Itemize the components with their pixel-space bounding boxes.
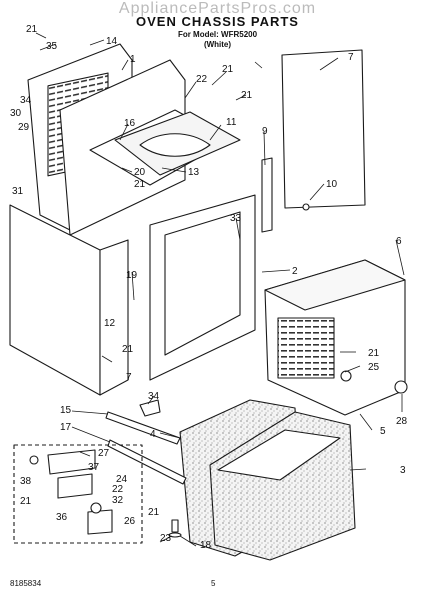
callout-12: 12 xyxy=(104,318,116,329)
variant-label: (White) xyxy=(203,40,232,49)
insulation-opening xyxy=(217,429,341,481)
callout-7: 7 xyxy=(126,372,132,383)
callout-29: 29 xyxy=(18,122,30,133)
bracket-27 xyxy=(47,449,96,475)
callout-38: 38 xyxy=(20,476,32,487)
callout-21: 21 xyxy=(368,348,380,359)
oven-cavity-top xyxy=(264,259,406,311)
callout-5: 5 xyxy=(380,426,386,437)
callout-22: 22 xyxy=(112,484,124,495)
side-panel-right xyxy=(281,49,366,209)
callout-22: 22 xyxy=(196,74,208,85)
callout-1: 1 xyxy=(130,54,136,65)
thermostat-knob xyxy=(394,380,408,394)
callout-21: 21 xyxy=(148,507,160,518)
callout-37: 37 xyxy=(88,462,100,473)
switch-26 xyxy=(87,509,113,535)
part-38 xyxy=(29,455,39,465)
callout-24: 24 xyxy=(116,474,128,485)
callout-21: 21 xyxy=(20,496,32,507)
callout-28: 28 xyxy=(396,416,408,427)
callout-30: 30 xyxy=(10,108,22,119)
callout-3: 3 xyxy=(400,465,406,476)
callout-21: 21 xyxy=(26,24,38,35)
callout-10: 10 xyxy=(326,179,338,190)
bracket-bolt xyxy=(302,203,310,211)
doc-number: 8185834 xyxy=(10,579,42,588)
callout-18: 18 xyxy=(200,540,212,551)
callout-21: 21 xyxy=(222,64,234,75)
callout-21: 21 xyxy=(241,90,253,101)
callout-21: 21 xyxy=(134,179,146,190)
callout-34: 34 xyxy=(20,95,32,106)
callout-11: 11 xyxy=(226,117,237,128)
model-line: For Model: WFR5200 xyxy=(177,30,258,39)
callout-25: 25 xyxy=(368,362,380,373)
callout-23: 23 xyxy=(160,533,172,544)
front-frame-opening xyxy=(164,211,241,356)
side-panel xyxy=(9,204,101,396)
rail-15 xyxy=(105,411,181,445)
oven-cavity-vent xyxy=(277,317,335,379)
leveling-leg xyxy=(171,519,179,533)
callout-36: 36 xyxy=(56,512,68,523)
callout-26: 26 xyxy=(124,516,136,527)
callout-27: 27 xyxy=(98,448,110,459)
callout-14: 14 xyxy=(106,36,118,47)
callout-35: 35 xyxy=(46,41,58,52)
side-panel-edge xyxy=(99,239,129,396)
part-36 xyxy=(90,502,102,514)
oven-light xyxy=(340,370,352,382)
callout-13: 13 xyxy=(188,167,200,178)
callout-34: 34 xyxy=(148,391,160,402)
callout-16: 16 xyxy=(124,118,136,129)
callout-6: 6 xyxy=(396,236,402,247)
side-bracket xyxy=(261,157,273,233)
callout-19: 19 xyxy=(126,270,138,281)
callout-31: 31 xyxy=(12,186,24,197)
page-title: OVEN CHASSIS PARTS xyxy=(136,14,299,29)
sub-assembly-box xyxy=(13,444,143,544)
burner-slot xyxy=(139,133,211,157)
callout-17: 17 xyxy=(60,422,72,433)
callout-15: 15 xyxy=(60,405,72,416)
callout-21: 21 xyxy=(122,344,134,355)
callout-9: 9 xyxy=(262,126,268,137)
watermark: AppliancePartsPros.com xyxy=(118,0,317,17)
callout-33: 33 xyxy=(230,213,242,224)
callout-7: 7 xyxy=(348,52,354,63)
callout-4: 4 xyxy=(150,429,156,440)
bracket-24 xyxy=(57,473,93,499)
rail-17 xyxy=(107,439,187,485)
callout-32: 32 xyxy=(112,495,124,506)
callout-2: 2 xyxy=(292,266,298,277)
clip-34 xyxy=(139,399,161,417)
page-number: 5 xyxy=(211,579,216,588)
callout-20: 20 xyxy=(134,167,146,178)
